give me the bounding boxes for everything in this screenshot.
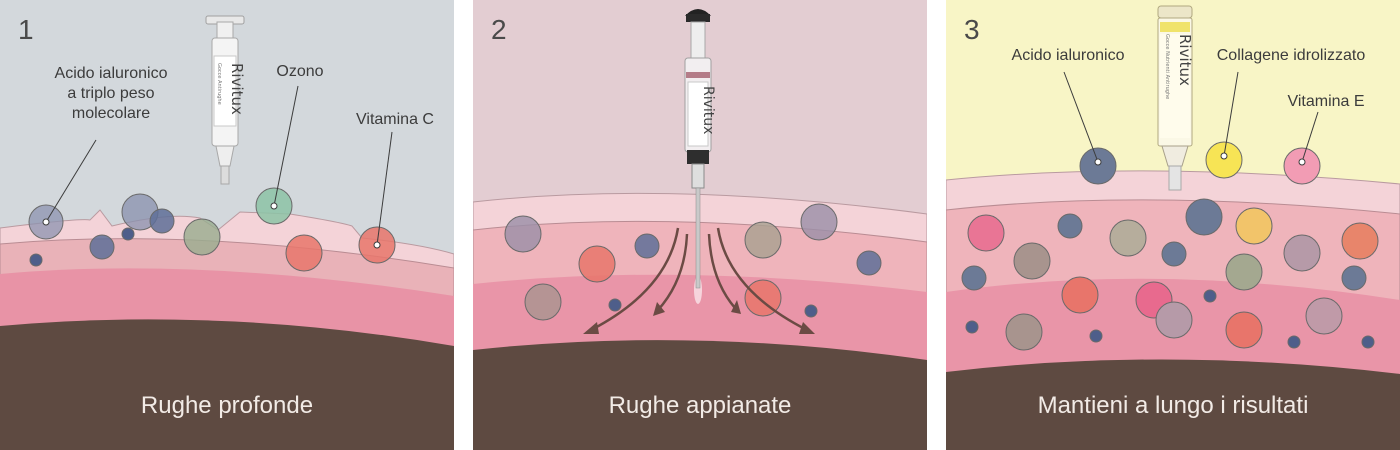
step-number: 2 bbox=[491, 14, 507, 46]
panel-mantieni-risultati: Rivitux Gocce Nutrienti Antirughe 3 Acid… bbox=[946, 0, 1400, 450]
collagen-molecule bbox=[1236, 208, 1272, 244]
hyaluronic-molecule bbox=[505, 216, 541, 252]
syringe-subtitle-label: Gocce Antirughe bbox=[216, 63, 222, 105]
step-number: 3 bbox=[964, 14, 980, 46]
ozone-molecule bbox=[525, 284, 561, 320]
syringe-brand-label: Rivitux bbox=[700, 86, 716, 134]
panel-rughe-appianate: Rivitux 2 Rughe appianate bbox=[473, 0, 927, 450]
label-vitamina-c: Vitamina C bbox=[340, 110, 450, 130]
vitamin-c-molecule bbox=[1342, 223, 1378, 259]
vial-brand-label: Rivitux bbox=[1176, 34, 1194, 86]
ozone-molecule bbox=[1226, 254, 1262, 290]
hyaluronic-molecule bbox=[805, 305, 817, 317]
hyaluronic-molecule bbox=[801, 204, 837, 240]
label-hyaluronic-triple: Acido ialuronico a triplo peso molecolar… bbox=[46, 64, 176, 124]
hyaluronic-molecule bbox=[962, 266, 986, 290]
hyaluronic-molecule bbox=[1342, 266, 1366, 290]
ozone-molecule bbox=[1284, 235, 1320, 271]
label-ozono: Ozono bbox=[270, 62, 330, 82]
label-vitamina-e: Vitamina E bbox=[1276, 92, 1376, 112]
ozone-molecule bbox=[1006, 314, 1042, 350]
panel-3-illustration: Rivitux Gocce Nutrienti Antirughe bbox=[946, 0, 1400, 450]
label-collagene-idrolizzato: Collagene idrolizzato bbox=[1196, 46, 1386, 66]
step-number: 1 bbox=[18, 14, 34, 46]
ozone-molecule bbox=[184, 219, 220, 255]
vitamin-c-molecule bbox=[579, 246, 615, 282]
vial-subtitle-label: Gocce Nutrienti Antirughe bbox=[1164, 34, 1170, 99]
hyaluronic-molecule bbox=[609, 299, 621, 311]
vitamin-c-molecule bbox=[1062, 277, 1098, 313]
collagen-molecule bbox=[1306, 298, 1342, 334]
panel-caption: Mantieni a lungo i risultati bbox=[946, 392, 1400, 420]
hyaluronic-molecule bbox=[1362, 336, 1374, 348]
hyaluronic-molecule bbox=[857, 251, 881, 275]
collagen-molecule bbox=[1110, 220, 1146, 256]
vitamin-e-surface-molecule bbox=[1284, 148, 1320, 184]
hyaluronic-molecule bbox=[122, 228, 134, 240]
hyaluronic-molecule bbox=[1288, 336, 1300, 348]
hyaluronic-molecule bbox=[90, 235, 114, 259]
ozone-molecule bbox=[1156, 302, 1192, 338]
panel-caption: Rughe appianate bbox=[473, 392, 927, 420]
hyaluronic-molecule bbox=[1204, 290, 1216, 302]
hyaluronic-molecule bbox=[150, 209, 174, 233]
panel-rughe-profonde: Rivitux Gocce Antirughe 1 Acido ialuroni… bbox=[0, 0, 454, 450]
hyaluronic-molecule bbox=[30, 254, 42, 266]
label-acido-ialuronico: Acido ialuronico bbox=[998, 46, 1138, 66]
muscle-layer bbox=[0, 319, 454, 450]
hyaluronic-molecule bbox=[635, 234, 659, 258]
syringe-brand-label: Rivitux bbox=[228, 63, 246, 115]
collagen-surface-molecule bbox=[1206, 142, 1242, 178]
hyaluronic-molecule bbox=[1058, 214, 1082, 238]
vitamin-e-molecule bbox=[968, 215, 1004, 251]
ozone-molecule bbox=[1014, 243, 1050, 279]
panel-2-illustration: Rivitux bbox=[473, 0, 927, 450]
vitamin-c-molecule bbox=[286, 235, 322, 271]
hyaluronic-molecule bbox=[1186, 199, 1222, 235]
hyaluronic-molecule bbox=[1090, 330, 1102, 342]
panel-caption: Rughe profonde bbox=[0, 392, 454, 420]
hyaluronic-molecule bbox=[1162, 242, 1186, 266]
ozone-molecule bbox=[745, 222, 781, 258]
hyaluronic-surface-molecule bbox=[1080, 148, 1116, 184]
vitamin-c-molecule bbox=[1226, 312, 1262, 348]
hyaluronic-molecule bbox=[966, 321, 978, 333]
